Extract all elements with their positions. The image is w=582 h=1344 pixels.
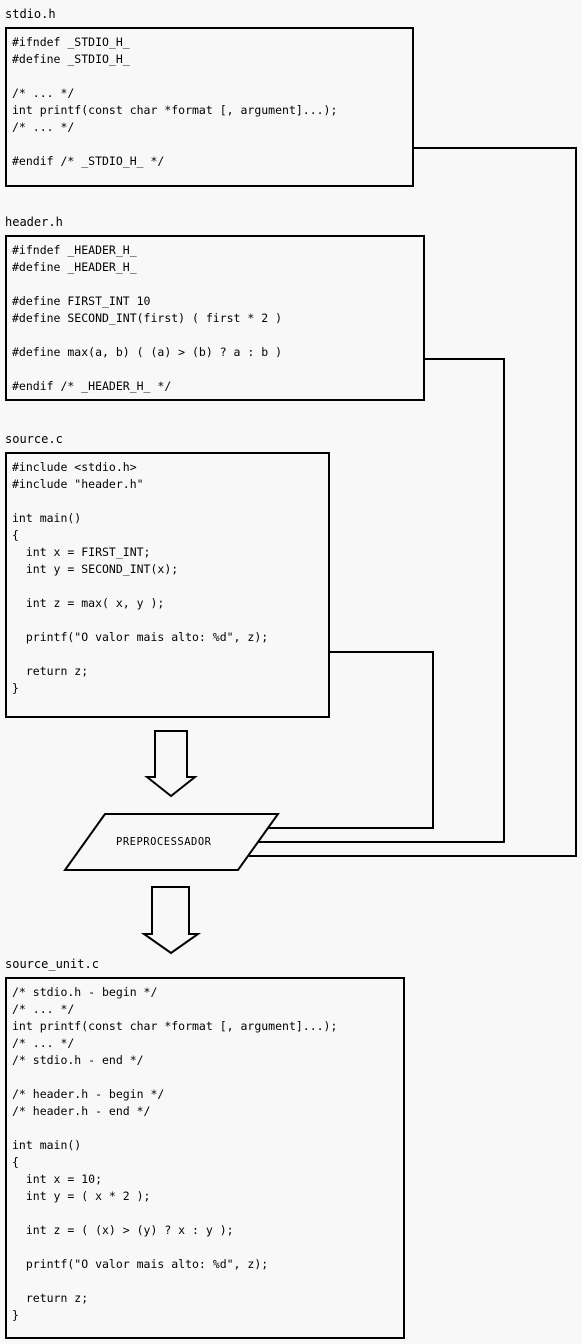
code-line: /* stdio.h - begin */ bbox=[12, 985, 158, 999]
down-arrow-icon bbox=[140, 886, 202, 955]
code-line: #define SECOND_INT(first) ( first * 2 ) bbox=[12, 311, 283, 325]
code-line: { bbox=[12, 1155, 19, 1169]
source-unit-code-box: /* stdio.h - begin */ /* ... */ int printf… bbox=[5, 977, 405, 1339]
source-file-label: source.c bbox=[5, 432, 63, 446]
code-line: int y = SECOND_INT(x); bbox=[12, 562, 179, 576]
code-line: #endif /* _HEADER_H_ */ bbox=[12, 379, 172, 393]
code-line: { bbox=[12, 528, 19, 542]
code-line bbox=[12, 578, 328, 595]
code-line: #define FIRST_INT 10 bbox=[12, 294, 151, 308]
preprocessor-label: PREPROCESSADOR bbox=[116, 836, 212, 848]
code-line: int main() bbox=[12, 511, 82, 525]
code-line bbox=[12, 1205, 403, 1222]
stdio-file-label: stdio.h bbox=[5, 7, 56, 21]
code-line: printf("O valor mais alto: %d", z); bbox=[12, 630, 269, 644]
code-line: #define _STDIO_H_ bbox=[12, 52, 130, 66]
code-line bbox=[12, 68, 412, 85]
code-line: int printf(const char *format [, argumen… bbox=[12, 1019, 338, 1033]
code-line: } bbox=[12, 681, 19, 695]
code-line bbox=[12, 612, 328, 629]
code-line: return z; bbox=[12, 1291, 89, 1305]
code-line: /* header.h - begin */ bbox=[12, 1087, 165, 1101]
code-line: /* stdio.h - end */ bbox=[12, 1053, 144, 1067]
connector-header-to-preprocessor bbox=[258, 358, 505, 843]
code-line bbox=[12, 327, 423, 344]
code-line: #include "header.h" bbox=[12, 477, 144, 491]
code-line: printf("O valor mais alto: %d", z); bbox=[12, 1257, 269, 1271]
code-line: /* ... */ bbox=[12, 1036, 75, 1050]
preprocessor-shape bbox=[63, 813, 280, 871]
code-line: return z; bbox=[12, 664, 89, 678]
code-line: #define _HEADER_H_ bbox=[12, 260, 137, 274]
code-line bbox=[12, 276, 423, 293]
code-line bbox=[12, 361, 423, 378]
down-arrow-icon bbox=[144, 730, 198, 798]
code-line bbox=[12, 1239, 403, 1256]
connector-stdio-to-preprocessor bbox=[249, 147, 577, 857]
code-line: int main() bbox=[12, 1138, 82, 1152]
code-line bbox=[12, 1069, 403, 1086]
code-line bbox=[12, 1273, 403, 1290]
header-code-box: #ifndef _HEADER_H_ #define _HEADER_H_ #def… bbox=[5, 235, 425, 401]
code-line: #endif /* _STDIO_H_ */ bbox=[12, 154, 165, 168]
stdio-code-box: #ifndef _STDIO_H_ #define _STDIO_H_ /* ...… bbox=[5, 27, 414, 187]
code-line: #ifndef _STDIO_H_ bbox=[12, 35, 130, 49]
code-line bbox=[12, 136, 412, 153]
code-line: #ifndef _HEADER_H_ bbox=[12, 243, 137, 257]
code-line: /* header.h - end */ bbox=[12, 1104, 151, 1118]
code-line bbox=[12, 493, 328, 510]
code-line: /* ... */ bbox=[12, 120, 75, 134]
source-code-box: #include <stdio.h> #include "header.h" int… bbox=[5, 452, 330, 718]
source-unit-file-label: source_unit.c bbox=[5, 957, 99, 971]
code-line: /* ... */ bbox=[12, 1002, 75, 1016]
code-line: int z = ( (x) > (y) ? x : y ); bbox=[12, 1223, 234, 1237]
code-line: int y = ( x * 2 ); bbox=[12, 1189, 151, 1203]
code-line bbox=[12, 1120, 403, 1137]
code-line: #define max(a, b) ( (a) > (b) ? a : b ) bbox=[12, 345, 283, 359]
code-line: int printf(const char *format [, argumen… bbox=[12, 103, 338, 117]
code-line: } bbox=[12, 1308, 19, 1322]
connector-source-to-preprocessor bbox=[268, 651, 434, 829]
code-line: #include <stdio.h> bbox=[12, 460, 137, 474]
code-line: /* ... */ bbox=[12, 86, 75, 100]
code-line: int z = max( x, y ); bbox=[12, 596, 165, 610]
code-line: int x = 10; bbox=[12, 1172, 103, 1186]
header-file-label: header.h bbox=[5, 215, 63, 229]
code-line: int x = FIRST_INT; bbox=[12, 545, 151, 559]
code-line bbox=[12, 646, 328, 663]
